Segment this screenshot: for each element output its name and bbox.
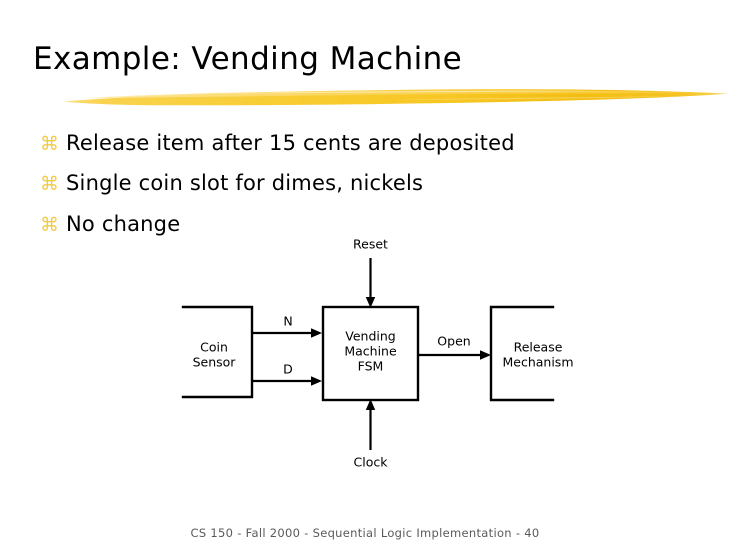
clover-bullet-icon: ⌘	[40, 173, 59, 195]
signal-open: Open	[418, 334, 491, 360]
title-underline-brush	[64, 89, 728, 106]
bullet-item-1: ⌘ Release item after 15 cents are deposi…	[40, 131, 515, 155]
signal-reset: Reset	[353, 237, 388, 308]
bullet-label: Single coin slot for dimes, nickels	[66, 171, 424, 195]
release-mechanism-label-line2: Mechanism	[502, 355, 573, 370]
fsm-label-line3: FSM	[358, 359, 384, 374]
clover-bullet-icon: ⌘	[40, 133, 59, 155]
clock-label: Clock	[354, 455, 389, 470]
coin-sensor-label-line1: Coin	[200, 340, 228, 355]
bullet-item-2: ⌘ Single coin slot for dimes, nickels	[40, 171, 423, 195]
reset-label: Reset	[353, 237, 388, 252]
clover-bullet-icon: ⌘	[40, 214, 59, 236]
block-vending-machine-fsm: Vending Machine FSM	[321, 305, 420, 402]
release-mechanism-label-line1: Release	[514, 340, 563, 355]
release-mechanism-outline	[489, 305, 555, 402]
nickel-arrow-head	[311, 328, 322, 338]
bullet-label: No change	[66, 212, 181, 236]
coin-sensor-outline	[181, 305, 254, 399]
open-label: Open	[437, 334, 470, 349]
bullet-label: Release item after 15 cents are deposite…	[66, 131, 515, 155]
block-release-mechanism: Release Mechanism	[489, 305, 574, 402]
open-arrow-head	[480, 350, 491, 360]
fsm-label-line2: Machine	[344, 344, 397, 359]
coin-sensor-label-line2: Sensor	[193, 355, 237, 370]
fsm-label-line1: Vending	[345, 329, 395, 344]
clock-arrow-head	[365, 399, 376, 410]
brush-streak-two	[392, 96, 682, 100]
fsm-outline	[321, 305, 420, 402]
slide-footer: CS 150 - Fall 2000 - Sequential Logic Im…	[190, 526, 540, 540]
brush-streak-one	[212, 90, 622, 94]
signal-clock: Clock	[354, 399, 389, 470]
reset-arrow-head	[365, 297, 376, 308]
signal-nickel: N	[252, 314, 322, 338]
nickel-label: N	[283, 314, 292, 329]
page-title: Example: Vending Machine	[33, 41, 463, 77]
bullet-item-3: ⌘ No change	[40, 212, 180, 236]
dime-arrow-head	[311, 376, 322, 386]
dime-label: D	[283, 362, 293, 377]
brush-stroke-highlight	[82, 89, 712, 99]
block-coin-sensor: Coin Sensor	[181, 305, 254, 399]
signal-dime: D	[252, 362, 322, 386]
brush-stroke-body	[64, 89, 728, 106]
